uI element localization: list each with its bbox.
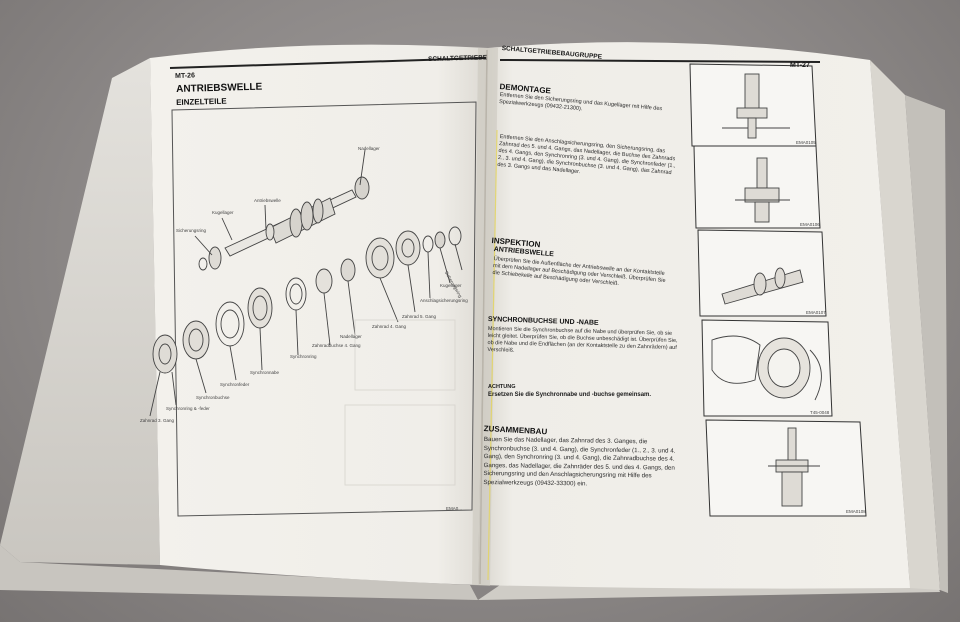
figure-code: EMA0...: [446, 506, 463, 511]
left-page-number: MT-26: [175, 72, 196, 80]
part-label: Zahnrad 3. Gang: [140, 418, 175, 423]
figure-code: EMA0108: [846, 509, 866, 514]
exploded-shaft-drawing: [149, 149, 463, 417]
part-label: Anschlagsicherungsring: [420, 298, 468, 303]
part-label: Synchronbuchse: [196, 395, 230, 400]
synchron-text: Montieren Sie die Synchronbuchse auf die…: [487, 326, 678, 354]
part-label: Nadellager: [340, 334, 362, 339]
left-page: [150, 44, 488, 585]
part-label: Sicherungsring: [176, 228, 207, 233]
part-label: Synchronnabe: [250, 370, 280, 375]
part-label: Zahnrad 5. Gang: [402, 314, 437, 319]
figure-code: EMA0107: [806, 310, 826, 315]
figure-code: EMA0106: [800, 222, 820, 227]
zusammenbau-text: Bauen Sie das Nadellager, das Zahnrad de…: [483, 436, 676, 488]
part-label: Zahnradbuchse 4. Gang: [312, 343, 361, 348]
subsection-title-einzelteile: EINZELTEILE: [176, 96, 227, 107]
left-page-stack: [0, 58, 160, 565]
right-page-number: MT-27: [790, 62, 810, 69]
part-label: Nadellager: [358, 146, 380, 151]
right-page-stack: [870, 60, 940, 590]
notice-label: ACHTUNG: [488, 384, 516, 390]
figure-code: T45-0048: [810, 410, 830, 415]
part-label: Zahnrad 4. Gang: [372, 324, 407, 329]
part-label: Antriebswelle: [254, 198, 281, 203]
part-label: Kugellager: [212, 210, 234, 215]
figure-code: EMA0105: [796, 140, 816, 145]
notice-text: Ersetzen Sie die Synchronnabe und -buchs…: [488, 392, 652, 398]
part-label: Synchronring: [290, 354, 317, 359]
part-label: Synchronring & -feder: [166, 406, 210, 411]
part-label: Synchronfeder: [220, 382, 250, 387]
part-label: Kugellager: [440, 283, 462, 288]
bottom-page-edges-left: [0, 545, 478, 600]
